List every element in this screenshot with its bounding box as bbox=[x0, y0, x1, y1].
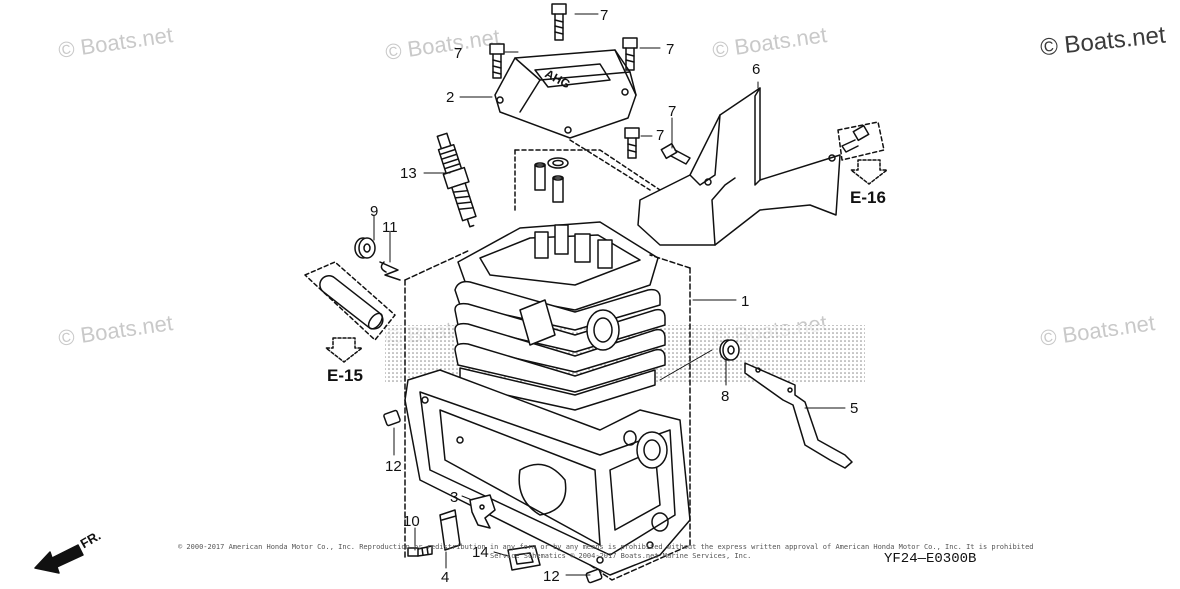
ref-e15[interactable]: E-15 bbox=[327, 366, 363, 385]
callout-8[interactable]: 8 bbox=[721, 388, 730, 405]
callout-2[interactable]: 2 bbox=[446, 89, 455, 106]
callout-7[interactable]: 7 bbox=[668, 103, 677, 120]
crankcase bbox=[404, 369, 691, 576]
spark-plug bbox=[436, 132, 477, 228]
cylinder-block bbox=[454, 221, 666, 411]
bolt-small bbox=[407, 545, 433, 557]
control-rod bbox=[744, 362, 853, 469]
clip bbox=[379, 261, 401, 281]
ref-e16[interactable]: E-16 bbox=[850, 188, 886, 207]
callout-7[interactable]: 7 bbox=[666, 41, 675, 58]
callout-4[interactable]: 4 bbox=[441, 569, 450, 586]
bolt-right bbox=[622, 37, 638, 71]
arrow-e15 bbox=[325, 337, 363, 363]
callout-13[interactable]: 13 bbox=[400, 165, 417, 182]
callout-14[interactable]: 14 bbox=[472, 544, 489, 561]
copyright-text: Service Schematics © 2004-2017 Boats.net… bbox=[490, 552, 752, 560]
dowel-bottom bbox=[585, 568, 603, 584]
callout-9[interactable]: 9 bbox=[370, 203, 379, 220]
bolt-mid bbox=[624, 127, 640, 159]
fr-arrow bbox=[34, 544, 84, 574]
assembly-outline bbox=[404, 267, 691, 581]
callout-12[interactable]: 12 bbox=[543, 568, 560, 585]
grommet bbox=[507, 545, 541, 571]
dowel-left bbox=[383, 409, 401, 427]
callout-3[interactable]: 3 bbox=[450, 489, 459, 506]
copyright-text: © 2000-2017 American Honda Motor Co., In… bbox=[178, 543, 1034, 551]
o-ring bbox=[547, 157, 569, 169]
bolt-top bbox=[551, 3, 567, 41]
nut bbox=[354, 237, 376, 259]
callout-11[interactable]: 11 bbox=[382, 219, 398, 236]
bolt-shield bbox=[660, 142, 691, 165]
arrow-e16 bbox=[850, 159, 888, 185]
diagram-code: YF24—E0300B bbox=[884, 551, 977, 567]
air-tube bbox=[319, 275, 384, 330]
washer bbox=[719, 339, 740, 361]
callout-12[interactable]: 12 bbox=[385, 458, 402, 475]
plate bbox=[439, 509, 461, 551]
heat-shield bbox=[637, 87, 841, 246]
callout-6[interactable]: 6 bbox=[752, 61, 761, 78]
callout-7[interactable]: 7 bbox=[600, 7, 609, 24]
callout-7[interactable]: 7 bbox=[454, 45, 463, 62]
bracket bbox=[469, 494, 496, 529]
bolt-left bbox=[489, 43, 505, 79]
dowel-pins bbox=[534, 162, 564, 203]
bolt-far-right bbox=[841, 124, 870, 153]
callout-10[interactable]: 10 bbox=[403, 513, 420, 530]
callout-7[interactable]: 7 bbox=[656, 127, 665, 144]
rocker-cover: AHG bbox=[494, 49, 637, 139]
air-tube-dashed bbox=[304, 261, 396, 341]
callout-1[interactable]: 1 bbox=[741, 293, 750, 310]
callout-5[interactable]: 5 bbox=[850, 400, 859, 417]
bolt-far-right-dashed bbox=[837, 121, 885, 161]
